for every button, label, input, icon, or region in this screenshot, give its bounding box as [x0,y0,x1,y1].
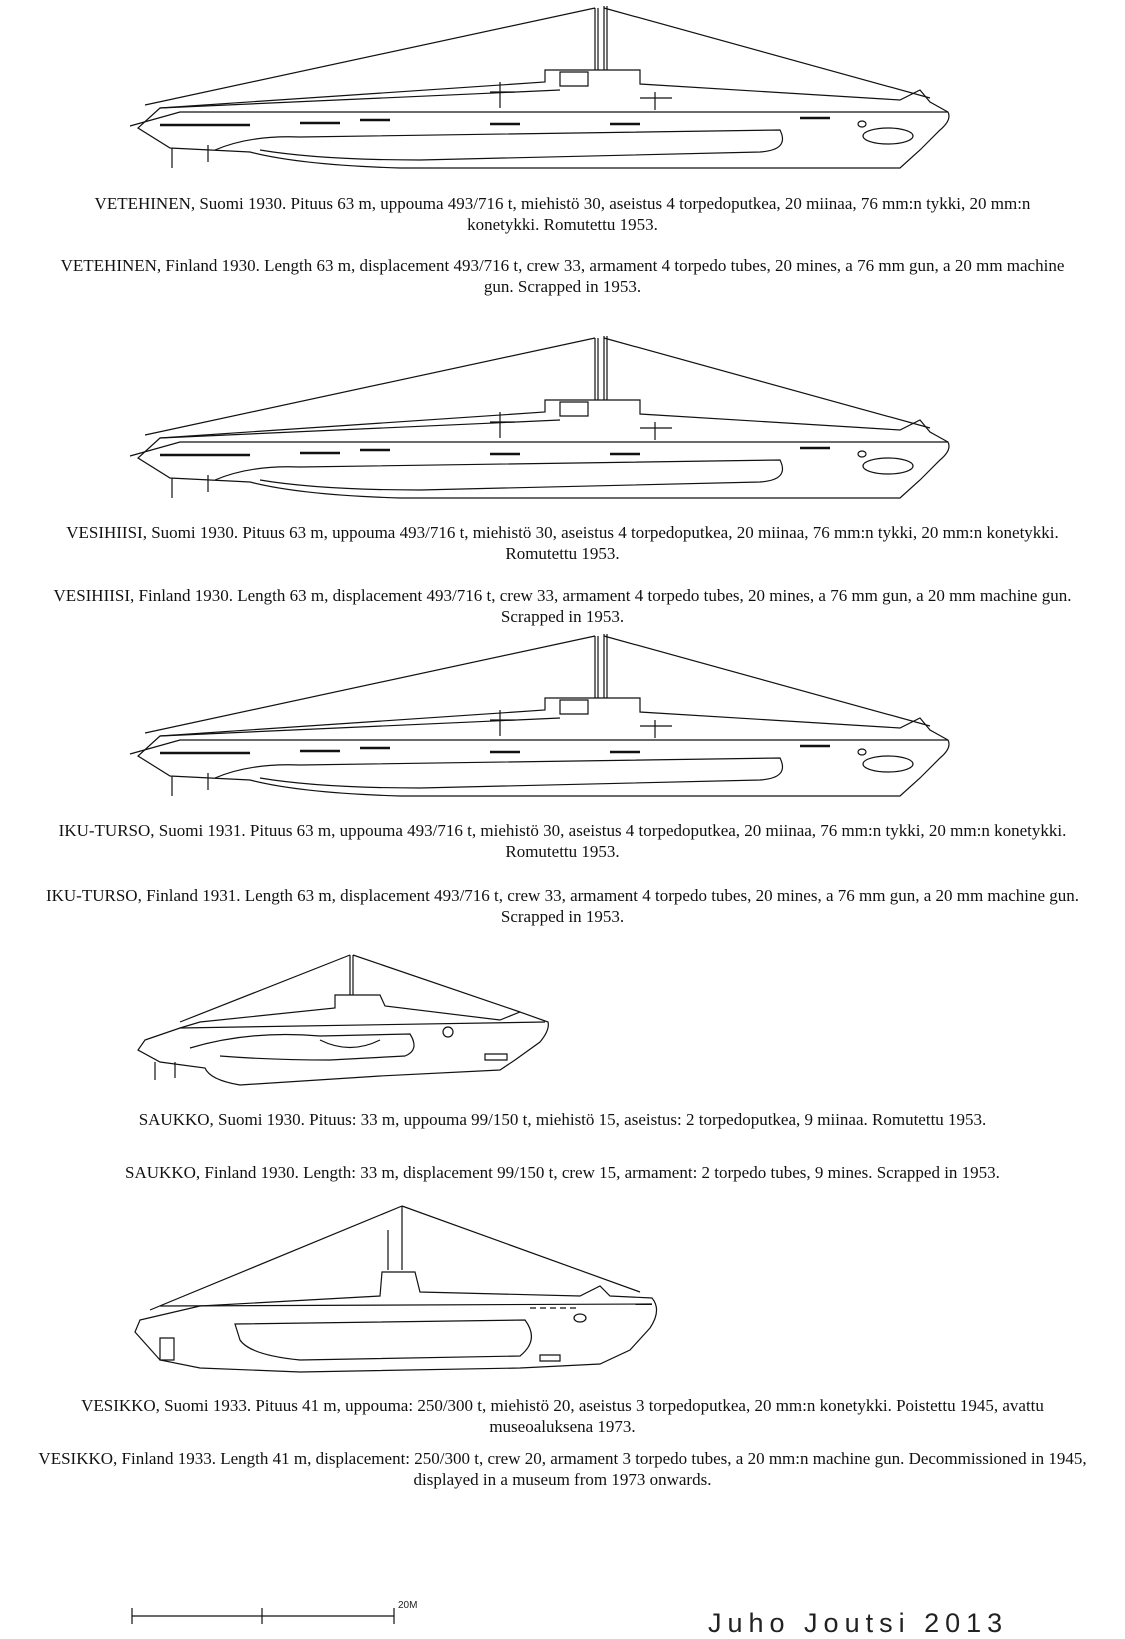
caption-finnish: SAUKKO, Suomi 1930. Pituus: 33 m, uppoum… [138,1110,987,1129]
caption-block-vetehinen: VETEHINEN, Suomi 1930. Pituus 63 m, uppo… [0,193,1125,297]
caption-finnish: VESIKKO, Suomi 1933. Pituus 41 m, uppoum… [81,1396,1044,1436]
submarine-drawing-vetehinen [0,0,1125,178]
submarine-drawing-iku-turso [0,628,1125,808]
caption-english: VETEHINEN, Finland 1930. Length 63 m, di… [60,256,1065,296]
caption-block-saukko: SAUKKO, Suomi 1930. Pituus: 33 m, uppoum… [0,1109,1125,1183]
caption-english: VESIKKO, Finland 1933. Length 41 m, disp… [38,1449,1087,1489]
caption-english: IKU-TURSO, Finland 1931. Length 63 m, di… [45,886,1080,926]
caption-finnish: IKU-TURSO, Suomi 1931. Pituus 63 m, uppo… [58,821,1067,861]
caption-finnish: VETEHINEN, Suomi 1930. Pituus 63 m, uppo… [94,194,1031,234]
hull-outline [130,634,949,796]
author-signature: Juho Joutsi 2013 [708,1608,1009,1638]
hull-outline [130,6,949,168]
deck-hatches [160,746,830,753]
hull-outline [138,955,548,1085]
submarine-drawing-saukko [0,950,1125,1095]
scale-bar [128,1598,398,1628]
caption-block-iku-turso: IKU-TURSO, Suomi 1931. Pituus 63 m, uppo… [0,820,1125,927]
caption-block-vesihiisi: VESIHIISI, Suomi 1930. Pituus 63 m, uppo… [0,522,1125,627]
caption-finnish: VESIHIISI, Suomi 1930. Pituus 63 m, uppo… [66,523,1059,563]
caption-english: VESIHIISI, Finland 1930. Length 63 m, di… [53,586,1072,626]
deck-hatches [160,448,830,455]
submarine-drawing-vesihiisi [0,330,1125,510]
caption-block-vesikko: VESIKKO, Suomi 1933. Pituus 41 m, uppoum… [0,1395,1125,1490]
scale-bar-label: 20M [398,1600,418,1611]
deck-hatches [160,118,830,125]
hull-outline [130,336,949,498]
submarine-drawing-vesikko [0,1200,1125,1385]
caption-english: SAUKKO, Finland 1930. Length: 33 m, disp… [125,1163,1000,1182]
hull-outline [135,1206,657,1372]
